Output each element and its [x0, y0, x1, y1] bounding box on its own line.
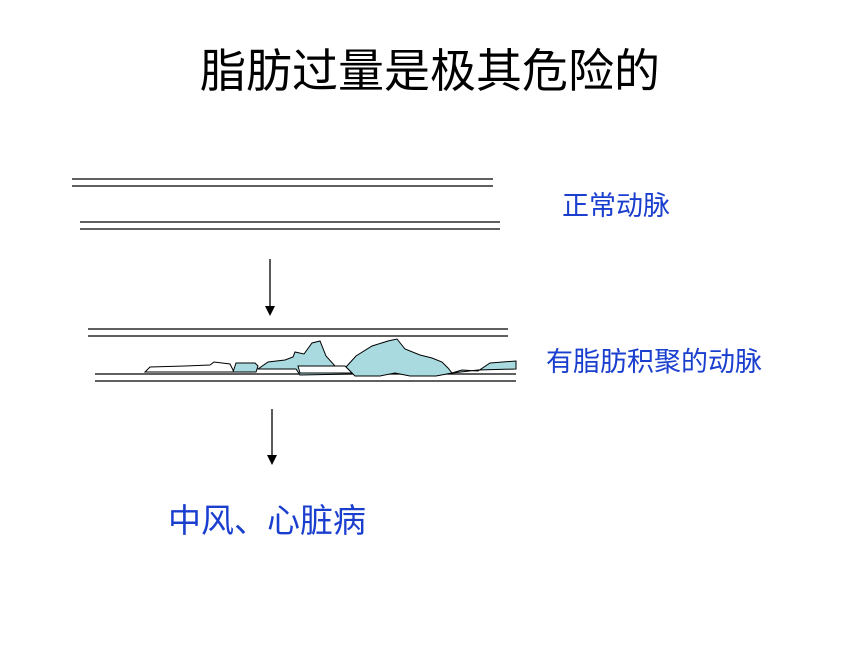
- arrow-down-icon: [265, 259, 275, 316]
- fat-plaque-deposits: [143, 338, 517, 377]
- slide-title: 脂肪过量是极其危险的: [200, 44, 660, 98]
- result-label: 中风、心脏病: [168, 501, 366, 540]
- plaque-deposit: [143, 361, 235, 373]
- fatty-artery-label: 有脂肪积聚的动脉: [546, 347, 762, 378]
- arrow-down-icon: [267, 409, 277, 465]
- plaque-deposit: [451, 360, 517, 374]
- plaque-deposit: [345, 338, 453, 377]
- plaque-deposit: [297, 365, 354, 374]
- normal-artery: [72, 178, 500, 230]
- normal-artery-label: 正常动脉: [562, 191, 670, 222]
- fatty-artery: [88, 328, 517, 382]
- plaque-deposit: [232, 362, 259, 373]
